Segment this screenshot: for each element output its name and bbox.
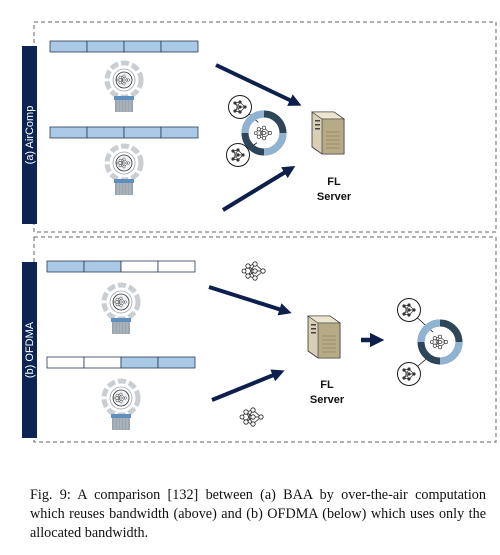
aggregation-cluster-bottom	[397, 298, 460, 386]
figure-caption: Fig. 9: A comparison [132] between (a) B…	[30, 487, 486, 541]
neural-network-icon	[226, 143, 250, 167]
iot-device-icon	[107, 146, 141, 195]
bandwidth-bar-top-2	[49, 126, 199, 139]
aggregation-cluster-top	[226, 95, 284, 167]
bandwidth-bar-bottom-1	[46, 260, 196, 273]
server-icon	[311, 111, 345, 155]
neural-network-icon	[241, 261, 266, 281]
panel-ofdma-side-bar	[22, 262, 37, 438]
server-label-line2: Server	[317, 191, 352, 203]
server-icon	[307, 315, 341, 359]
iot-device-icon	[104, 285, 138, 334]
bandwidth-bar-bottom-2	[46, 356, 196, 369]
bandwidth-bar-top-1	[49, 40, 199, 53]
aggregation-ring-icon	[421, 323, 459, 361]
panel-aircomp-label: (a) AirComp	[24, 106, 36, 165]
arrow-icon	[211, 369, 285, 402]
figure-diagram: (a) AirComp FL Server	[22, 21, 497, 443]
aggregation-ring-icon	[245, 114, 283, 152]
arrow-icon	[215, 63, 302, 106]
panel-aircomp: (a) AirComp FL Server	[22, 21, 497, 233]
server-label-line1: FL	[327, 176, 341, 188]
neural-network-icon	[397, 362, 421, 386]
panel-ofdma-frame	[33, 236, 497, 443]
iot-device-icon	[104, 381, 138, 430]
arrow-icon	[208, 285, 292, 316]
server-label-line1: FL	[320, 379, 334, 391]
iot-device-icon	[107, 63, 141, 112]
neural-network-icon	[239, 407, 264, 427]
arrow-icon	[221, 166, 296, 212]
panel-aircomp-side-bar	[22, 46, 37, 224]
panel-ofdma: (b) OFDMA FL Server	[22, 236, 497, 443]
neural-network-icon	[228, 95, 252, 119]
panel-ofdma-label: (b) OFDMA	[24, 321, 36, 378]
server-label-line2: Server	[310, 394, 345, 406]
neural-network-icon	[397, 298, 421, 322]
